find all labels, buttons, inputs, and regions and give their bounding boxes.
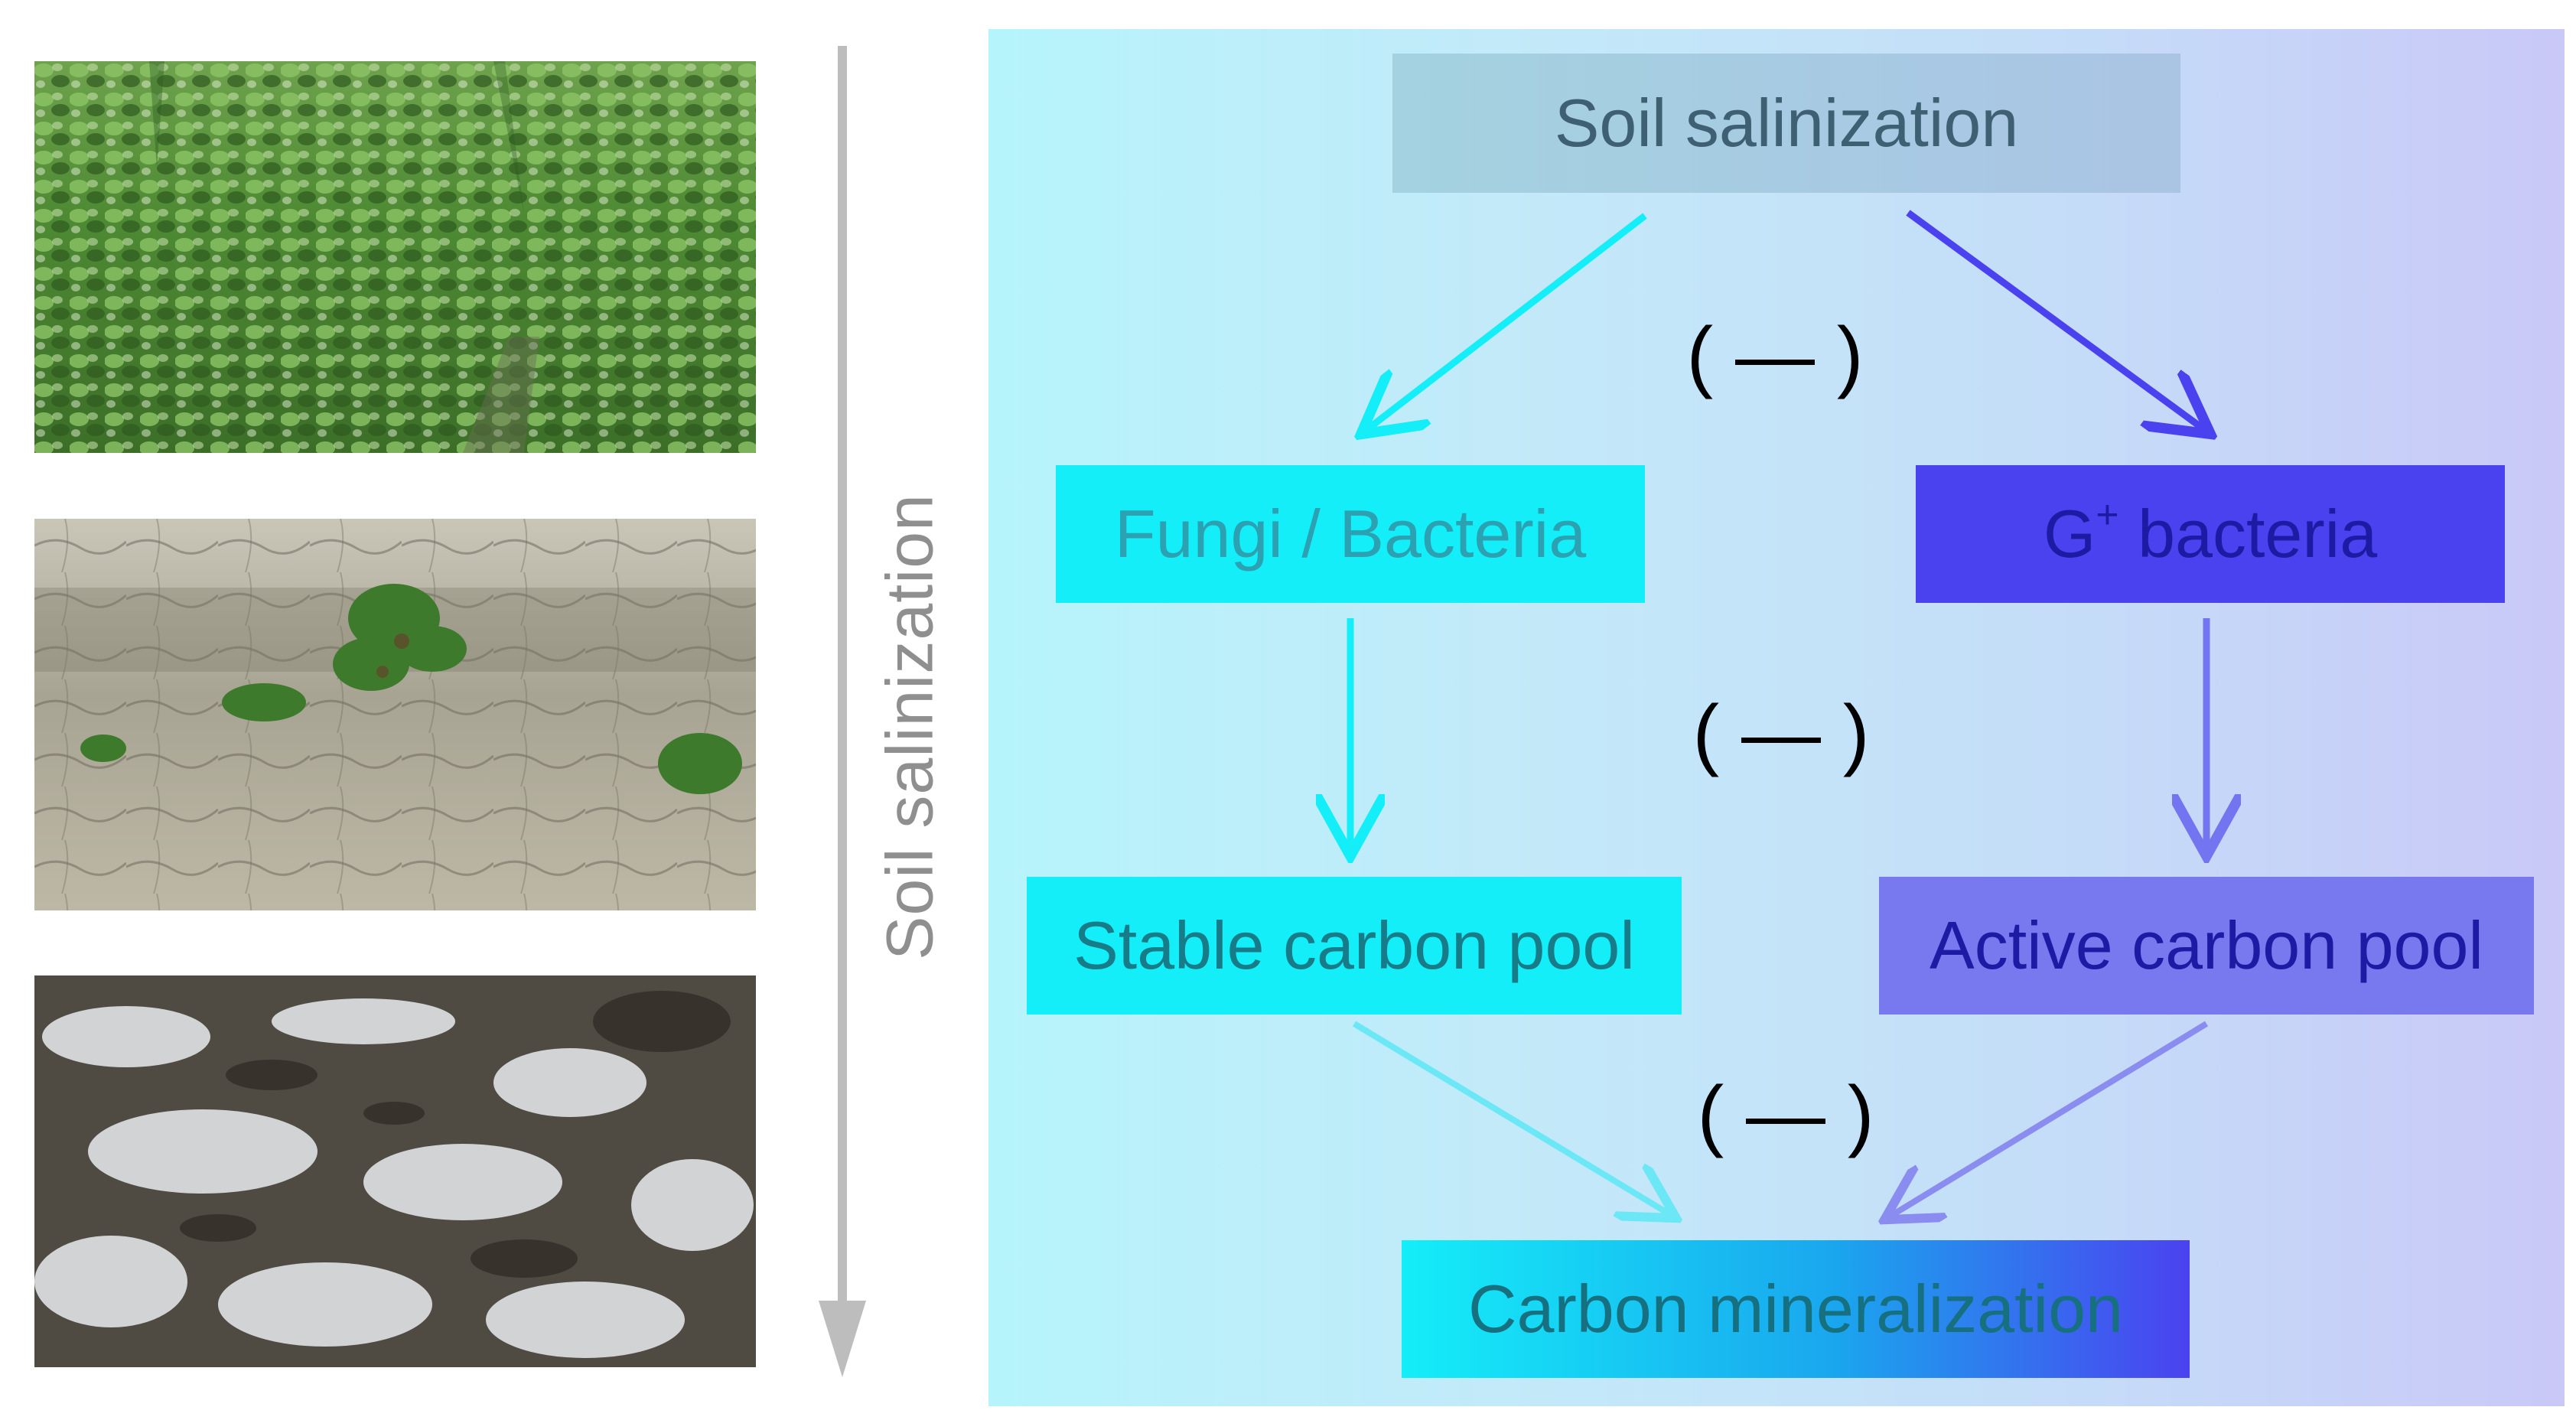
node-soil-salinization: Soil salinization (1392, 54, 2180, 193)
arrow-stable-to-mineralization (1352, 1021, 1671, 1215)
g-superscript: + (2096, 493, 2119, 537)
node-stable-carbon-pool-label: Stable carbon pool (1073, 907, 1635, 983)
arrow-salinization-to-gplus (1906, 210, 2205, 430)
g-prefix: G (2043, 496, 2096, 572)
node-carbon-mineralization-label: Carbon mineralization (1468, 1271, 2123, 1347)
photo-sparse-vegetation-soil (34, 519, 756, 910)
arrow-salinization-to-fungi (1366, 213, 1647, 430)
g-suffix: bacteria (2118, 496, 2378, 572)
arrow-active-to-mineralization (1890, 1021, 2209, 1216)
soil-salinization-axis-label: Soil salinization (873, 493, 947, 960)
negative-effect-label: ( — ) (1692, 689, 1870, 778)
photo-green-cotton-field (34, 61, 756, 453)
negative-effect-label: ( — ) (1686, 311, 1864, 400)
negative-effect-label: ( — ) (1697, 1070, 1874, 1159)
flow-arrows (988, 210, 2565, 1406)
node-carbon-mineralization: Carbon mineralization (1402, 1240, 2190, 1378)
salinization-gradient-arrow (819, 46, 866, 1377)
node-soil-salinization-label: Soil salinization (1554, 85, 2019, 161)
node-fungi-bacteria-label: Fungi / Bacteria (1114, 496, 1587, 572)
photo-salt-crust-soil (34, 975, 756, 1367)
node-stable-carbon-pool: Stable carbon pool (1027, 877, 1682, 1015)
diagram-panel: Soil salinization Fungi / Bacteria G+ ba… (988, 29, 2565, 1406)
node-g-positive-bacteria: G+ bacteria (1916, 465, 2505, 603)
node-active-carbon-pool: Active carbon pool (1879, 877, 2534, 1015)
node-g-positive-bacteria-label: G+ bacteria (2044, 495, 2377, 573)
node-active-carbon-pool-label: Active carbon pool (1930, 907, 2483, 983)
node-fungi-bacteria: Fungi / Bacteria (1056, 465, 1645, 603)
